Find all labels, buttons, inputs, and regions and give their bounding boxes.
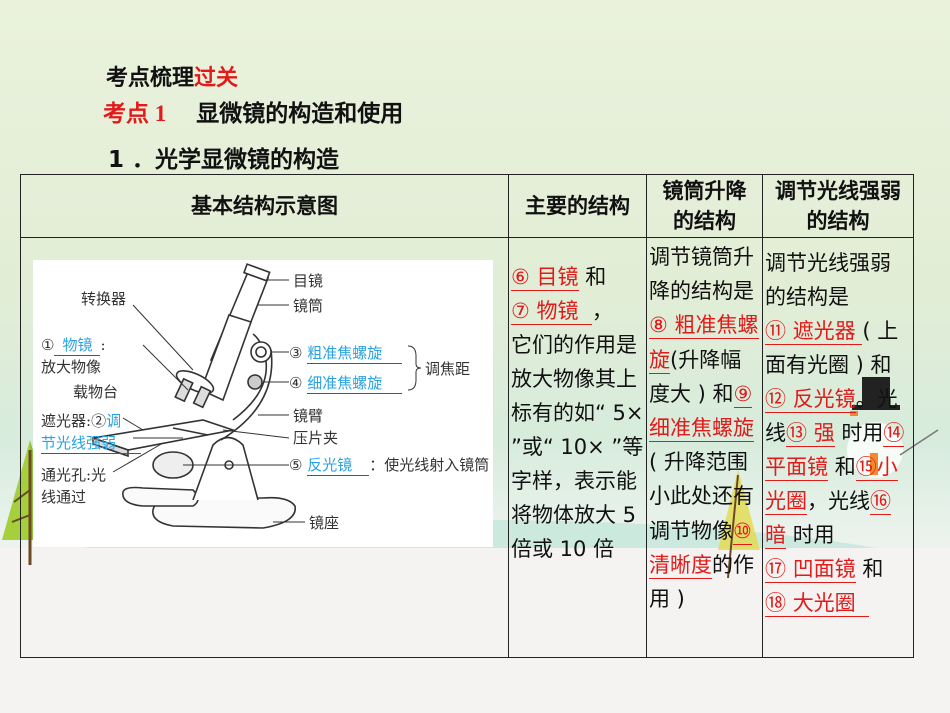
label-aperture-desc: 线通过 <box>41 488 87 506</box>
answer-11: ⑪ 遮光器 <box>765 319 863 345</box>
label-tube: 镜筒 <box>293 297 324 315</box>
answer-16: ⑯ 暗 <box>765 489 891 549</box>
header-diagram: 基本结构示意图 <box>20 174 509 238</box>
tube-mid: (升降幅度大 ) 和 <box>649 347 742 406</box>
light-t1: ( 上面有光圈 ) 和 <box>765 319 899 377</box>
mirror-number: ⑤ <box>289 456 303 474</box>
answer-6: ⑥ 目镜 <box>511 265 579 291</box>
light-structure-text: 调节光线强弱的结构是 ⑪ 遮光器 ( 上面有光圈 ) 和⑫ 反光镜。光线⑬ 强 … <box>763 238 913 620</box>
label-eyepiece: 目镜 <box>293 272 324 290</box>
label-focus: 调焦距 <box>425 360 471 378</box>
diaphragm-number: ② <box>91 412 107 430</box>
table-header-row: 基本结构示意图 主要的结构 镜筒升降的结构 调节光线强弱的结构 <box>20 174 914 238</box>
main-structure-description: 它们的作用是放大物像其上标有的如“ 5× ”或“ 10× ”等字样，表示能将物体… <box>511 333 644 561</box>
label-coarse-focus: ③ 粗准焦螺旋 <box>289 342 403 364</box>
light-t3: 时用 <box>841 421 884 445</box>
label-aperture: 通光孔:光 <box>41 466 107 484</box>
objective-answer: 物镜 <box>54 334 101 356</box>
label-mirror: ⑤ 反光镜：使光线射入镜筒 <box>289 454 489 476</box>
microscope-structure-table: 基本结构示意图 主要的结构 镜筒升降的结构 调节光线强弱的结构 <box>20 174 914 658</box>
light-t6: 时用 <box>792 523 835 547</box>
fine-answer: 细准焦螺旋 <box>307 372 403 394</box>
fine-number: ④ <box>289 374 303 392</box>
light-t7: 和 <box>862 557 884 581</box>
light-structure-cell: 调节光线强弱的结构是 ⑪ 遮光器 ( 上面有光圈 ) 和⑫ 反光镜。光线⑬ 强 … <box>762 237 914 658</box>
answer-9: ⑨细准焦螺旋 <box>649 381 754 443</box>
mirror-answer: 反光镜 <box>307 454 370 476</box>
page-heading: 考点梳理过关 <box>106 60 238 92</box>
light-intro: 调节光线强弱的结构是 <box>765 251 891 309</box>
answer-17: ⑰ 凹面镜 <box>765 557 856 583</box>
label-clip: 压片夹 <box>293 429 339 447</box>
header-light-structure: 调节光线强弱的结构 <box>762 174 914 238</box>
heading-highlight: 过关 <box>194 66 239 91</box>
answer-7: ⑦ 物镜 <box>511 299 592 325</box>
label-fine-focus: ④ 细准焦螺旋 <box>289 372 403 394</box>
text-comma: ， <box>591 299 613 323</box>
tube-mid2: ( 升降范围小此处还有调节物像 <box>649 450 754 543</box>
label-converter: 转换器 <box>81 290 127 308</box>
topic-heading: 考点 1 显微镜的构造和使用 <box>103 94 403 128</box>
tube-end: 的作用 ) <box>649 552 754 612</box>
coarse-answer: 粗准焦螺旋 <box>307 342 403 364</box>
label-arm: 镜臂 <box>293 407 324 425</box>
text-and: 和 <box>585 265 607 289</box>
answer-18: ⑱ 大光圈 <box>765 591 870 617</box>
label-diaphragm-answer: 节光线强弱 <box>41 432 141 454</box>
answer-14: ⑭平面镜 <box>765 421 905 481</box>
light-t4: 和 <box>834 455 856 479</box>
label-objective-desc: 放大物像 <box>41 358 102 376</box>
diaphragm-text: 遮光器: <box>41 412 92 430</box>
label-stage: 载物台 <box>73 383 119 401</box>
section-heading: 1 ．光学显微镜的构造 <box>108 147 340 173</box>
header-main-structure: 主要的结构 <box>508 174 647 238</box>
tube-intro: 调节镜筒升降的结构是 <box>649 245 754 304</box>
label-base: 镜座 <box>309 514 340 532</box>
objective-number: ① <box>41 336 55 354</box>
main-structure-cell: ⑥ 目镜 和 ⑦ 物镜 ， 它们的作用是放大物像其上标有的如“ 5× ”或“ 1… <box>508 237 647 658</box>
answer-10: ⑩ 清晰度 <box>649 518 752 579</box>
tube-structure-cell: 调节镜筒升降的结构是 ⑧ 粗准焦螺旋(升降幅度大 ) 和⑨细准焦螺旋 ( 升降范围小… <box>646 237 763 658</box>
header-tube-structure: 镜筒升降的结构 <box>646 174 763 238</box>
topic-label: 考点 1 <box>103 101 167 126</box>
topic-title: 显微镜的构造和使用 <box>196 101 404 127</box>
answer-15: ⑮小光圈 <box>765 455 898 515</box>
answer-13: ⑬ 强 <box>786 421 835 447</box>
answer-8: ⑧ 粗准焦螺旋 <box>649 313 759 374</box>
label-diaphragm: 遮光器:②调 <box>41 410 121 431</box>
main-structure-text: ⑥ 目镜 和 ⑦ 物镜 ， 它们的作用是放大物像其上标有的如“ 5× ”或“ 1… <box>509 238 646 566</box>
light-t2: 。光线 <box>765 387 898 445</box>
diaphragm-answer-1: 调 <box>106 412 122 430</box>
heading-prefix: 考点梳理 <box>106 66 195 91</box>
microscope-drawing <box>92 263 422 529</box>
mirror-desc: ：使光线射入镜筒 <box>369 456 490 474</box>
diaphragm-answer-2: 节光线强弱 <box>41 432 141 454</box>
answer-12: ⑫ 反光镜 <box>765 387 856 413</box>
coarse-number: ③ <box>289 344 303 362</box>
light-t5: ，光线 <box>807 489 870 513</box>
tube-structure-text: 调节镜筒升降的结构是 ⑧ 粗准焦螺旋(升降幅度大 ) 和⑨细准焦螺旋 ( 升降范围小… <box>647 238 762 616</box>
